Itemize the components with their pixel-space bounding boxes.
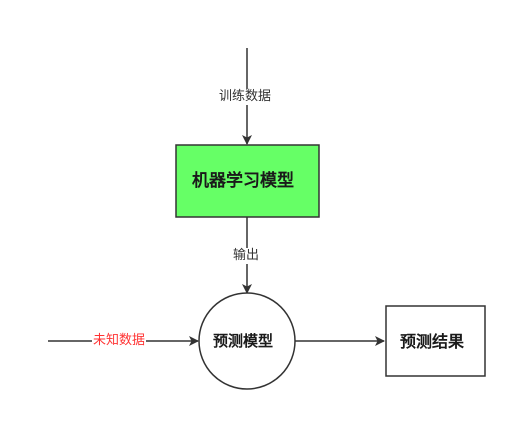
unknown-data-label: 未知数据 <box>92 333 147 349</box>
training-data-label: 训练数据 <box>218 89 273 105</box>
output-label: 输出 <box>232 248 261 264</box>
ml-model-label: 机器学习模型 <box>192 171 294 191</box>
prediction-result-box <box>385 305 486 377</box>
prediction-result-label: 预测结果 <box>400 332 465 351</box>
prediction-model-label: 预测模型 <box>213 332 274 350</box>
